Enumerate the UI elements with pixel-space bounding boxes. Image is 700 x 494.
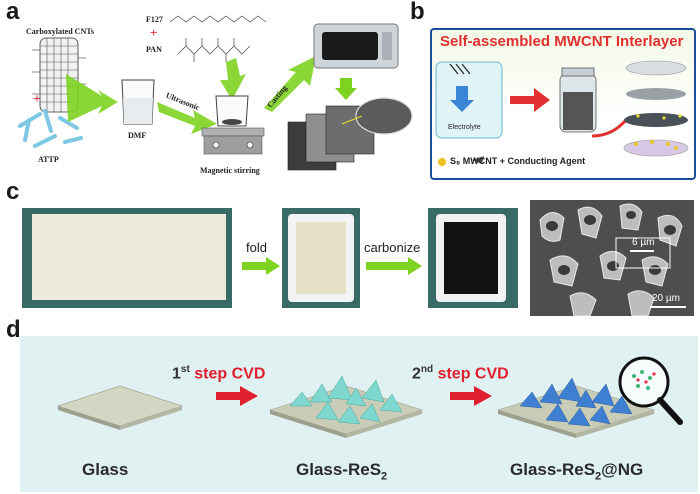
step2-text: step CVD <box>433 365 509 383</box>
arrow-to-dmf <box>66 74 118 122</box>
dmf-label: DMF <box>128 131 147 140</box>
arrow-casting <box>264 56 316 112</box>
scale-label-20um: 20 µm <box>652 293 680 304</box>
arrow-polymer-down <box>220 58 246 100</box>
step1-superscript: st <box>180 364 190 375</box>
step1-text: step CVD <box>189 365 266 383</box>
f127-label: F127 <box>146 15 163 24</box>
dmf-beaker <box>121 79 155 125</box>
step2-superscript: nd <box>420 364 434 375</box>
glass-res2-ng-caption: Glass-ReS2@NG <box>510 460 643 482</box>
step2-number: 2 <box>412 365 421 383</box>
magnetic-stirrer <box>201 95 265 155</box>
plus-sign-cnt: + <box>33 92 41 107</box>
plus-sign-polymer: + <box>150 25 158 40</box>
step1-label: 1st step CVD <box>172 364 265 383</box>
panel-c-letter: c <box>6 178 20 205</box>
scale-bar-6um <box>630 250 654 252</box>
cvd-schematic <box>57 356 683 438</box>
panel-a-letter: a <box>6 0 20 25</box>
arrow-carbonize <box>366 257 422 275</box>
magnetic-stirring-label: Magnetic stirring <box>200 166 260 175</box>
film-on-mat <box>22 208 232 308</box>
sem-texture <box>530 200 694 316</box>
scale-label-6um: 6 µm <box>632 237 655 248</box>
panel-b-letter: b <box>410 0 425 25</box>
glass-res2-subscript: 2 <box>381 470 388 483</box>
scale-bar-20um <box>650 306 686 308</box>
carbonized-film-frame <box>428 208 518 308</box>
electrolyte-label: Electrolyte <box>448 124 481 131</box>
panel-b-legend: S₈ MWCNT + Conducting Agent <box>450 156 586 166</box>
pan-label: PAN <box>146 45 162 54</box>
attp-rods <box>18 109 83 148</box>
carbon-film <box>444 222 498 294</box>
attp-label: ATTP <box>38 155 59 164</box>
panel-d-letter: d <box>6 316 21 343</box>
step1-number: 1 <box>172 365 181 383</box>
interlayer-schematic <box>435 60 689 166</box>
arrow-ultrasonic <box>157 102 217 134</box>
arrow-fold <box>242 257 280 275</box>
carbonize-label: carbonize <box>364 240 421 255</box>
oven <box>313 23 399 69</box>
membrane-sem-images <box>287 97 413 171</box>
folded-film <box>296 222 346 294</box>
fold-label: fold <box>246 240 267 255</box>
panel-b-title: Self-assembled MWCNT Interlayer <box>440 33 684 50</box>
glass-res2-text: Glass-ReS <box>296 460 382 479</box>
glass-res2-ng-text-a: Glass-ReS <box>510 460 596 479</box>
white-film <box>32 214 226 300</box>
carboxylated-cnts-label: Carboxylated CNTs <box>26 27 94 36</box>
glass-caption: Glass <box>82 460 129 479</box>
glass-res2-ng-subscript: 2 <box>595 470 602 483</box>
folded-film-frame <box>282 208 360 308</box>
polymer-structures <box>169 15 267 62</box>
glass-res2-caption: Glass-ReS2 <box>296 460 387 482</box>
arrow-oven-down <box>335 78 357 100</box>
step2-label: 2nd step CVD <box>412 364 509 383</box>
sem-image <box>530 200 694 316</box>
glass-res2-ng-text-b: @NG <box>601 460 644 479</box>
